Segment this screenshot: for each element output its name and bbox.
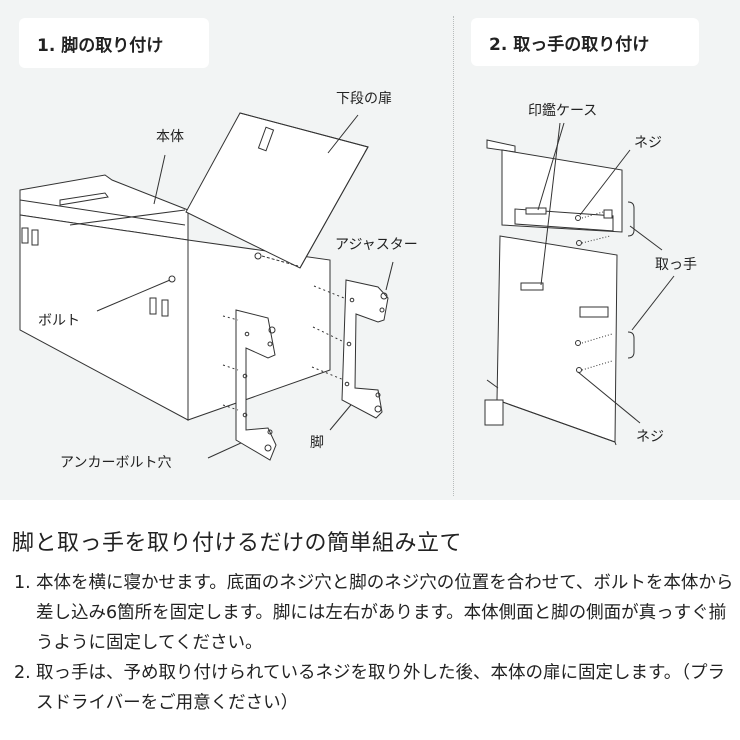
label-handle: 取っ手 — [655, 257, 697, 273]
step-number: 1. — [14, 573, 31, 593]
label-leg: 脚 — [310, 435, 324, 451]
step-number: 2. — [14, 663, 31, 683]
section-divider — [453, 16, 454, 496]
cabinet-front-drawing — [484, 139, 635, 446]
assembly-illustration — [19, 112, 675, 461]
instruction-step-1: 1. 本体を横に寝かせます。底面のネジ穴と脚のネジ穴の位置を合わせて、ボルトを本… — [14, 568, 734, 658]
label-adjuster: アジャスター — [335, 237, 418, 253]
label-lower-door: 下段の扉 — [336, 91, 392, 107]
label-anchor-bolt-hole: アンカーボルト穴 — [60, 455, 172, 471]
section-2-title: 2. 取っ手の取り付け — [471, 18, 699, 66]
section-1-title: 1. 脚の取り付け — [19, 18, 209, 68]
instruction-list: 1. 本体を横に寝かせます。底面のネジ穴と脚のネジ穴の位置を合わせて、ボルトを本… — [14, 568, 734, 718]
label-bolt: ボルト — [38, 313, 80, 329]
label-screw-bottom: ネジ — [636, 429, 664, 445]
leg-right-drawing — [311, 279, 389, 419]
step-text: 取っ手は、予め取り付けられているネジを取り外した後、本体の扉に固定します。（プラ… — [36, 663, 725, 713]
lower-door-drawing — [185, 112, 369, 269]
label-seal-case: 印鑑ケース — [528, 103, 598, 119]
description-heading: 脚と取っ手を取り付けるだけの簡単組み立て — [12, 531, 463, 556]
leg-left-drawing — [222, 309, 277, 461]
instruction-step-2: 2. 取っ手は、予め取り付けられているネジを取り外した後、本体の扉に固定します。… — [14, 658, 734, 718]
illustration-panel: 1. 脚の取り付け 2. 取っ手の取り付け 下段の扉 本体 アジャスター ボルト… — [0, 0, 740, 500]
label-screw-top: ネジ — [634, 135, 662, 151]
label-body: 本体 — [156, 129, 184, 145]
step-text: 本体を横に寝かせます。底面のネジ穴と脚のネジ穴の位置を合わせて、ボルトを本体から… — [36, 573, 734, 653]
